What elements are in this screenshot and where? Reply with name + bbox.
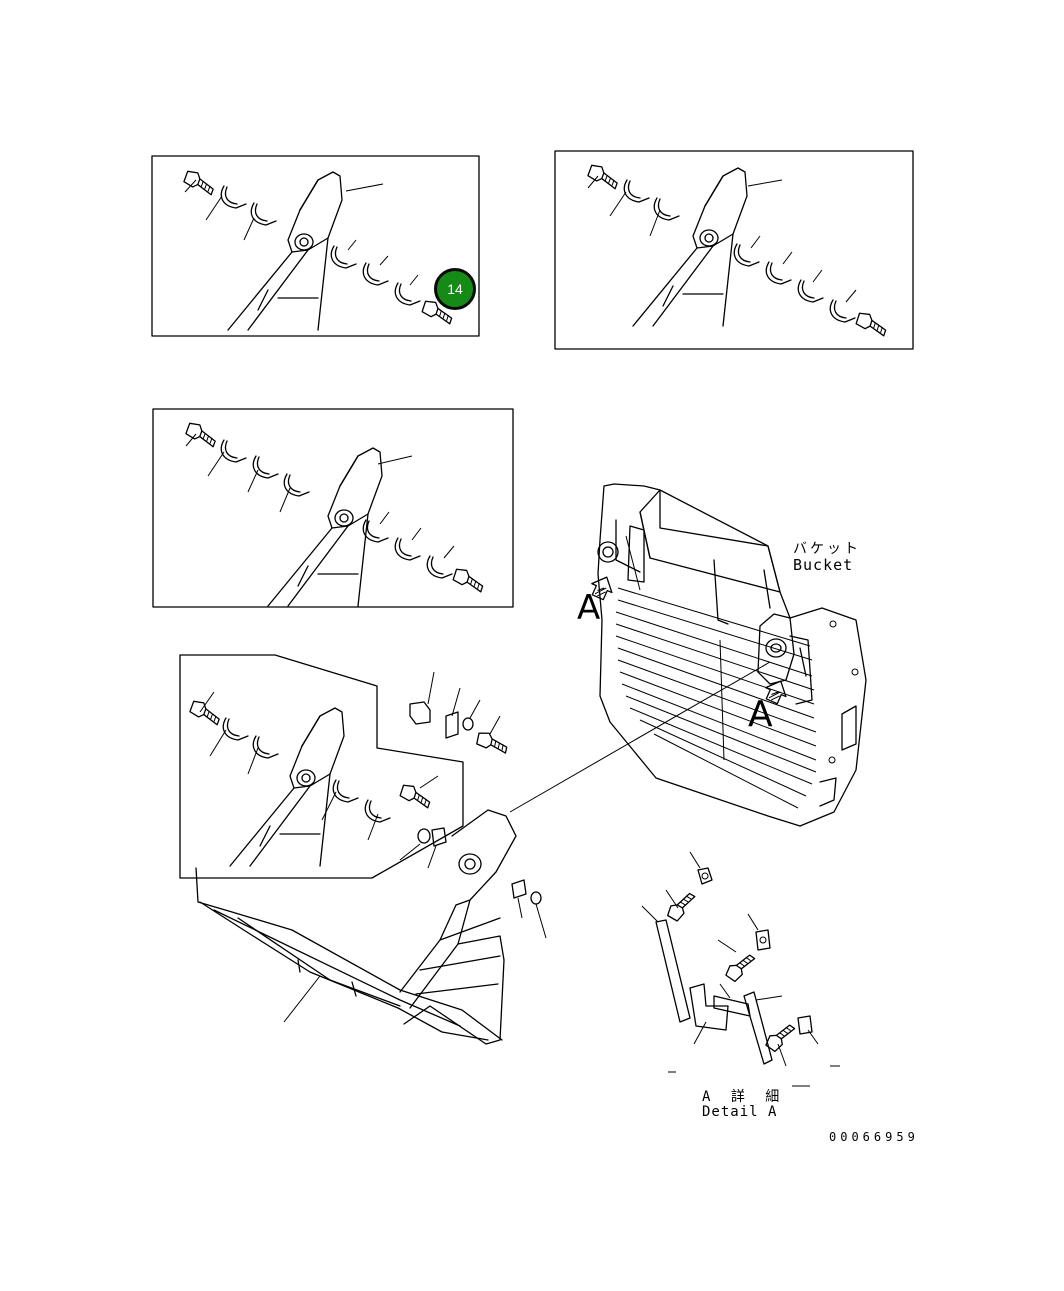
view-letter-a-left: A: [577, 588, 601, 628]
detail-a-title-jp: A 詳 細: [702, 1089, 786, 1105]
drawing-number: 00066959: [829, 1130, 919, 1144]
view-letter-a-right: A: [748, 694, 773, 735]
view-frame-4: [179, 654, 510, 879]
view-frame-2: [554, 150, 914, 350]
bucket-linkage: [195, 661, 771, 1045]
bucket-body: [587, 483, 867, 827]
detail-a: [641, 851, 840, 1087]
bucket-label-en: Bucket: [793, 556, 854, 574]
view-frame-3: [152, 408, 514, 608]
view-frame-1: [151, 155, 480, 337]
detail-a-title-en: Detail A: [702, 1104, 778, 1120]
bucket-label-jp: バケット: [793, 541, 861, 557]
callout-badge-14[interactable]: 14: [434, 268, 476, 310]
